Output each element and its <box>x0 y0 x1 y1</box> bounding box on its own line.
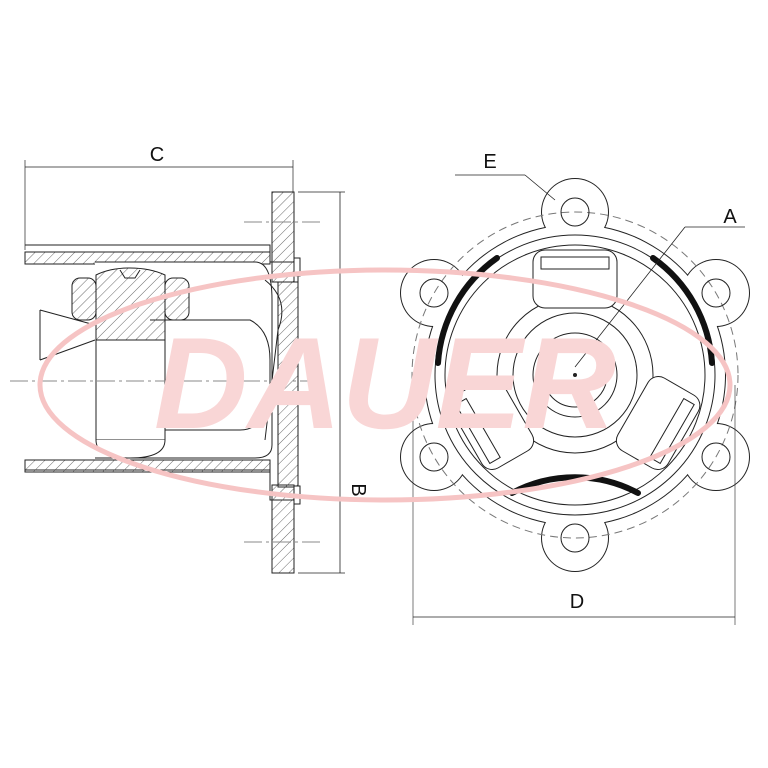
dimension-b-label: B <box>347 483 369 496</box>
front-view <box>400 174 750 625</box>
callout-a-label: A <box>723 206 737 228</box>
dimension-d-label: D <box>570 591 584 613</box>
side-section-view <box>10 160 345 574</box>
dimension-c-label: C <box>150 144 164 166</box>
callout-e-label: E <box>483 151 496 173</box>
roller-top <box>532 249 618 309</box>
